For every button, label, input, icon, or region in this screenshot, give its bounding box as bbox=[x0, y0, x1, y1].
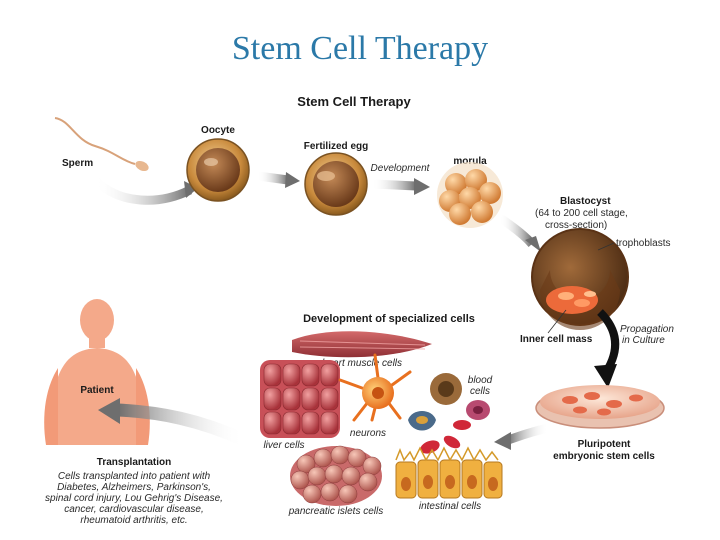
label-blastocyst: Blastocyst bbox=[560, 196, 611, 207]
oocyte-illustration bbox=[186, 138, 250, 202]
culture-dish-illustration bbox=[535, 385, 665, 429]
arrow-morula-blastocyst-head bbox=[525, 236, 541, 252]
arrow-oocyte-fertilized-head bbox=[285, 172, 300, 188]
label-blood-1: blood bbox=[468, 375, 493, 386]
transplant-line-1: Cells transplanted into patient with bbox=[58, 471, 211, 482]
label-propagation-2: in Culture bbox=[622, 335, 665, 346]
heart-muscle-illustration bbox=[292, 331, 432, 358]
arrow-transplant-head bbox=[98, 398, 120, 424]
arrow-transplant bbox=[117, 403, 247, 446]
label-neurons: neurons bbox=[350, 428, 386, 439]
arrow-development-head bbox=[414, 178, 430, 195]
label-specialized-heading: Development of specialized cells bbox=[303, 313, 475, 325]
label-pluripotent-2: embryonic stem cells bbox=[553, 451, 655, 462]
label-intestinal: intestinal cells bbox=[419, 501, 481, 512]
morula-illustration bbox=[437, 162, 503, 228]
pancreatic-cells-illustration bbox=[290, 445, 382, 506]
label-propagation-1: Propagation bbox=[620, 324, 674, 335]
liver-cells-illustration bbox=[260, 360, 340, 438]
arrow-dish-specialized bbox=[506, 423, 549, 445]
neuron-illustration bbox=[338, 353, 412, 422]
transplant-line-3: spinal cord injury, Lou Gehrig's Disease… bbox=[45, 493, 223, 504]
label-blood-2: cells bbox=[470, 386, 490, 397]
label-pancreatic: pancreatic islets cells bbox=[288, 506, 383, 517]
label-blastocyst-note-2: cross-section) bbox=[545, 220, 607, 231]
label-oocyte: Oocyte bbox=[201, 125, 235, 136]
arrow-development bbox=[371, 179, 417, 191]
pointer-trophoblasts bbox=[597, 242, 615, 251]
slide-title: Stem Cell Therapy bbox=[231, 30, 489, 67]
label-liver: liver cells bbox=[263, 440, 304, 451]
arrow-propagation-head bbox=[594, 364, 617, 388]
pointer-inner-cell-mass bbox=[547, 309, 567, 334]
label-transplantation: Transplantation bbox=[97, 457, 171, 468]
blastocyst-illustration bbox=[531, 228, 629, 330]
diagram-title: Stem Cell Therapy bbox=[297, 94, 411, 109]
transplant-line-4: cancer, cardiovascular disease, bbox=[64, 504, 204, 515]
arrow-sperm-oocyte-head bbox=[184, 181, 198, 198]
patient-silhouette bbox=[44, 299, 150, 445]
label-inner-cell-mass: Inner cell mass bbox=[520, 334, 593, 345]
sperm-illustration bbox=[54, 117, 149, 172]
blood-cells-illustration bbox=[408, 373, 490, 454]
fertilized-egg-illustration bbox=[304, 152, 368, 216]
transplant-line-2: Diabetes, Alzheimers, Parkinson's, bbox=[57, 482, 211, 493]
label-blastocyst-note-1: (64 to 200 cell stage, bbox=[535, 208, 628, 219]
label-heart-muscle: heart muscle cells bbox=[322, 358, 402, 369]
label-morula: morula bbox=[453, 156, 487, 167]
transplant-line-5: rheumatoid arthritis, etc. bbox=[80, 515, 187, 526]
label-development: Development bbox=[371, 163, 431, 174]
label-patient: Patient bbox=[80, 385, 114, 396]
arrow-sperm-oocyte bbox=[91, 176, 193, 205]
label-pluripotent-1: Pluripotent bbox=[578, 439, 631, 450]
arrow-dish-specialized-head bbox=[494, 432, 511, 450]
arrow-oocyte-fertilized bbox=[257, 171, 289, 185]
label-sperm: Sperm bbox=[62, 158, 93, 169]
intestinal-cells-illustration bbox=[395, 446, 503, 499]
label-fertilized-egg: Fertilized egg bbox=[304, 141, 368, 152]
label-trophoblasts: trophoblasts bbox=[616, 238, 670, 249]
